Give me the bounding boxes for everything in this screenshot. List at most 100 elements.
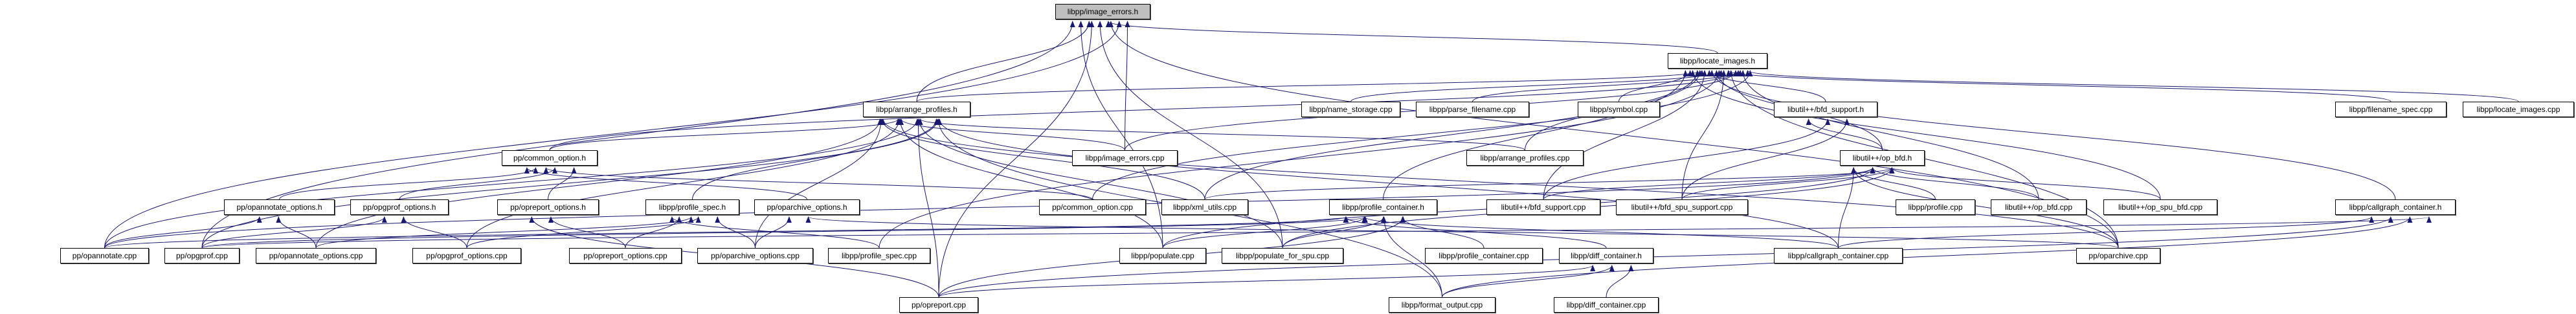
edge-pp-oparchive-cpp-to-pp-oparchive-options-h [806, 216, 2119, 249]
edge-libpp-format-output-cpp-to-libpp-callgraph-container-h [1442, 216, 2413, 298]
edge-libutil-op-bfd-cpp-to-libutil-op-bfd-h [1870, 167, 2039, 200]
edge-libpp-symbol-cpp-to-libpp-locate-images-h [1618, 70, 1693, 102]
edge-pp-opreport-options-cpp-to-pp-opreport-options-h [548, 216, 626, 249]
edge-pp-opannotate-cpp-to-libpp-image-errors-h [104, 21, 1122, 249]
edge-pp-common-option-h-to-libpp-locate-images-h [549, 70, 1741, 151]
node-libpp-locate-images-h[interactable]: libpp/locate_images.h [1668, 53, 1767, 69]
node-libpp-diff-container-h[interactable]: libpp/diff_container.h [1559, 248, 1653, 264]
node-pp-opannotate-cpp[interactable]: pp/opannotate.cpp [60, 248, 149, 264]
edge-libpp-profile-spec-cpp-to-libpp-locate-images-h [879, 70, 1722, 249]
edge-libpp-profile-container-cpp-to-libpp-profile-container-h [1400, 216, 1484, 249]
node-pp-oparchive-cpp[interactable]: pp/oparchive.cpp [2076, 248, 2160, 264]
node-libpp-locate-images-cpp[interactable]: libpp/locate_images.cpp [2463, 102, 2574, 117]
node-libutil-bfd-support-h[interactable]: libutil++/bfd_support.h [1774, 102, 1877, 117]
node-libutil-op-bfd-cpp[interactable]: libutil++/op_bfd.cpp [1991, 199, 2087, 215]
edge-libpp-format-output-cpp-to-libpp-profile-container-h [1381, 216, 1442, 298]
edge-pp-opreport-cpp-to-libpp-diff-container-h [938, 265, 1595, 298]
edge-pp-opannotate-options-h-to-pp-common-option-h [279, 167, 539, 200]
edge-libpp-profile-cpp-to-libutil-op-bfd-h [1851, 167, 1936, 200]
node-libpp-arrange-profiles-h[interactable]: libpp/arrange_profiles.h [863, 102, 970, 117]
node-pp-opannotate-options-h[interactable]: pp/opannotate_options.h [224, 199, 335, 215]
edge-pp-opreport-cpp-to-libpp-image-errors-h [938, 21, 1095, 298]
node-libpp-arrange-profiles-cpp[interactable]: libpp/arrange_profiles.cpp [1466, 150, 1584, 166]
node-libpp-xml-utils-cpp[interactable]: libpp/xml_utils.cpp [1161, 199, 1248, 215]
edge-pp-opgprof-cpp-to-libpp-callgraph-container-h [201, 216, 2431, 249]
edge-libpp-populate-for-spu-cpp-to-libpp-image-errors-h [1097, 21, 1283, 249]
node-libutil-bfd-support-cpp[interactable]: libutil++/bfd_support.cpp [1486, 199, 1600, 215]
edge-pp-opgprof-cpp-to-libpp-profile-container-h [201, 216, 1368, 249]
edge-libpp-populate-cpp-to-libpp-arrange-profiles-h [897, 118, 1163, 249]
node-libpp-callgraph-container-h[interactable]: libpp/callgraph_container.h [2335, 199, 2456, 215]
edge-pp-opannotate-options-cpp-to-pp-opannotate-options-h [276, 216, 317, 249]
node-libpp-populate-cpp[interactable]: libpp/populate.cpp [1119, 248, 1206, 264]
node-pp-opreport-cpp[interactable]: pp/opreport.cpp [899, 297, 978, 313]
edge-pp-common-option-cpp-to-pp-common-option-h [543, 167, 1093, 200]
edge-libpp-format-output-cpp-to-libpp-diff-container-h [1442, 265, 1615, 298]
edge-pp-opgprof-cpp-to-libpp-arrange-profiles-h [201, 118, 939, 249]
node-pp-opreport-options-h[interactable]: pp/opreport_options.h [497, 199, 599, 215]
edge-libutil-bfd-support-cpp-to-libutil-bfd-support-h [1543, 118, 1831, 200]
node-pp-oparchive-options-cpp[interactable]: pp/oparchive_options.cpp [697, 248, 813, 264]
node-libpp-populate-for-spu-cpp[interactable]: libpp/populate_for_spu.cpp [1222, 248, 1343, 264]
edge-libpp-callgraph-container-h-to-libpp-locate-images-h [1709, 70, 2396, 200]
node-pp-oparchive-options-h[interactable]: pp/oparchive_options.h [754, 199, 860, 215]
edge-libpp-xml-utils-cpp-to-libutil-op-bfd-h [1204, 167, 1894, 200]
edge-pp-opannotate-cpp-to-libutil-op-bfd-h [104, 167, 1876, 249]
edge-libutil-op-spu-bfd-cpp-to-libutil-op-bfd-h [1889, 167, 2161, 200]
node-pp-common-option-h[interactable]: pp/common_option.h [502, 150, 598, 166]
edge-pp-opannotate-cpp-to-libpp-arrange-profiles-h [104, 118, 920, 249]
edge-libutil-op-bfd-h-to-libutil-bfd-support-h [1806, 118, 1883, 151]
edge-libpp-diff-container-cpp-to-libpp-diff-container-h [1606, 265, 1634, 298]
edge-libpp-filename-spec-cpp-to-libpp-locate-images-h [1726, 70, 2391, 102]
edge-pp-opannotate-cpp-to-pp-opannotate-options-h [104, 216, 262, 249]
node-libpp-format-output-cpp[interactable]: libpp/format_output.cpp [1389, 297, 1495, 313]
node-pp-opreport-options-cpp[interactable]: pp/opreport_options.cpp [569, 248, 682, 264]
edge-libpp-populate-cpp-to-libpp-profile-container-h [1162, 216, 1367, 249]
node-libpp-filename-spec-cpp[interactable]: libpp/filename_spec.cpp [2335, 102, 2447, 117]
node-libutil-op-bfd-h[interactable]: libutil++/op_bfd.h [1840, 150, 1925, 166]
node-libpp-profile-container-h[interactable]: libpp/profile_container.h [1329, 199, 1437, 215]
node-pp-opannotate-options-cpp[interactable]: pp/opannotate_options.cpp [256, 248, 376, 264]
node-libpp-image-errors-h: libpp/image_errors.h [1055, 4, 1150, 19]
edge-pp-opreport-cpp-to-libpp-arrange-profiles-h [915, 118, 939, 298]
edge-pp-oparchive-cpp-to-libutil-op-bfd-h [1851, 167, 2119, 249]
node-libpp-profile-container-cpp[interactable]: libpp/profile_container.cpp [1425, 248, 1543, 264]
edge-libutil-bfd-support-cpp-to-libpp-locate-images-h [1543, 70, 1707, 200]
node-libpp-diff-container-cpp[interactable]: libpp/diff_container.cpp [1554, 297, 1659, 313]
edge-libutil-op-spu-bfd-cpp-to-libpp-locate-images-h [1690, 70, 2161, 200]
node-libpp-callgraph-container-cpp[interactable]: libpp/callgraph_container.cpp [1774, 248, 1903, 264]
node-libpp-parse-filename-cpp[interactable]: libpp/parse_filename.cpp [1416, 102, 1529, 117]
node-libpp-name-storage-cpp[interactable]: libpp/name_storage.cpp [1301, 102, 1400, 117]
edge-libpp-locate-images-cpp-to-libpp-locate-images-h [1745, 70, 2519, 102]
edge-libpp-populate-cpp-to-libpp-image-errors-h [1078, 21, 1163, 249]
node-pp-opgprof-options-cpp[interactable]: pp/opgprof_options.cpp [412, 248, 521, 264]
edge-libpp-image-errors-cpp-to-libpp-arrange-profiles-h [899, 118, 1125, 151]
edge-libpp-profile-spec-h-to-libpp-arrange-profiles-h [692, 118, 940, 200]
node-libpp-symbol-cpp[interactable]: libpp/symbol.cpp [1578, 102, 1660, 117]
node-libpp-image-errors-cpp[interactable]: libpp/image_errors.cpp [1072, 150, 1178, 166]
node-libpp-profile-spec-cpp[interactable]: libpp/profile_spec.cpp [828, 248, 930, 264]
edge-pp-opannotate-options-cpp-to-libpp-profile-spec-h [315, 216, 694, 249]
node-libutil-bfd-spu-support-cpp[interactable]: libutil++/bfd_spu_support.cpp [1616, 199, 1748, 215]
node-libpp-profile-spec-h[interactable]: libpp/profile_spec.h [645, 199, 739, 215]
node-libutil-op-spu-bfd-cpp[interactable]: libutil++/op_spu_bfd.cpp [2103, 199, 2217, 215]
edge-libutil-bfd-spu-support-cpp-to-libutil-bfd-support-h [1681, 118, 1850, 200]
edge-libpp-arrange-profiles-h-to-libpp-image-errors-h [916, 21, 1092, 102]
node-pp-opgprof-options-h[interactable]: pp/opgprof_options.h [350, 199, 449, 215]
node-pp-opgprof-cpp[interactable]: pp/opgprof.cpp [164, 248, 240, 264]
edge-libutil-op-bfd-cpp-to-libpp-locate-images-h [1740, 70, 2039, 200]
edge-libutil-bfd-support-cpp-to-libutil-op-bfd-h [1543, 167, 1876, 200]
edge-libpp-diff-container-h-to-libpp-profile-container-h [1343, 216, 1607, 249]
edge-pp-opgprof-options-cpp-to-libpp-arrange-profiles-h [466, 118, 902, 249]
node-pp-common-option-cpp[interactable]: pp/common_option.cpp [1039, 199, 1146, 215]
edge-libpp-callgraph-container-cpp-to-libpp-arrange-profiles-h [937, 118, 1839, 249]
edge-libpp-xml-utils-cpp-to-libpp-arrange-profiles-h [879, 118, 1205, 200]
edge-pp-oparchive-options-h-to-pp-common-option-h [524, 167, 807, 200]
edge-libpp-profile-container-h-to-libpp-locate-images-h [1383, 70, 1688, 200]
edge-libpp-callgraph-container-cpp-to-libpp-callgraph-container-h [1838, 216, 2374, 249]
edge-pp-opgprof-options-h-to-pp-common-option-h [399, 167, 557, 200]
node-libpp-profile-cpp[interactable]: libpp/profile.cpp [1896, 199, 1975, 215]
edge-pp-common-option-h-to-libpp-arrange-profiles-h [549, 118, 901, 151]
